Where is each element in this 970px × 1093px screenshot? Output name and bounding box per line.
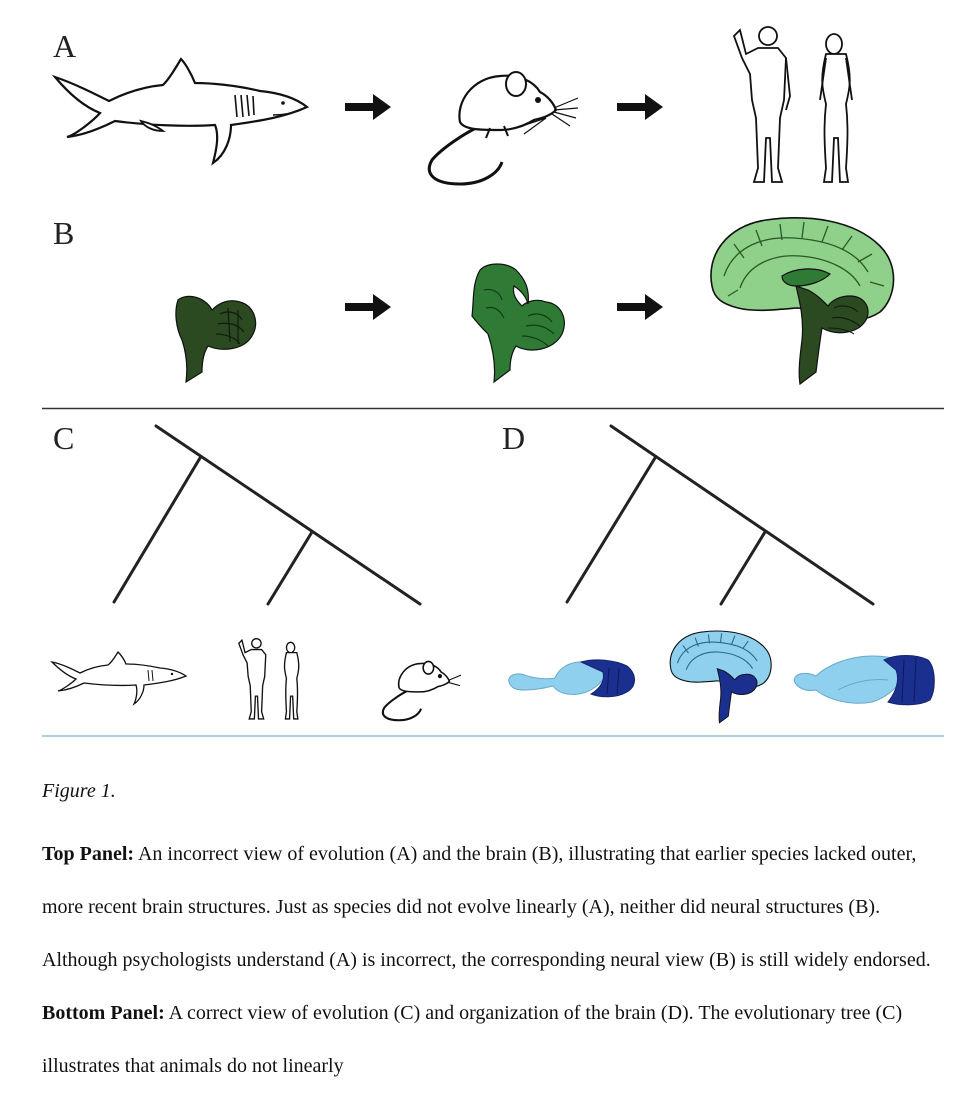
panel-label-d: D	[502, 422, 525, 454]
evolution-tree-c	[100, 420, 430, 610]
panel-divider	[42, 407, 944, 410]
human-pair-illustration	[230, 634, 316, 722]
right-arrow-icon	[345, 292, 393, 322]
human-brain-illustration	[664, 630, 776, 724]
caption-body: Top Panel: An incorrect view of evolutio…	[42, 828, 942, 1093]
top-panel-text: An incorrect view of evolution (A) and t…	[42, 843, 931, 971]
bottom-panel-text: A correct view of evolution (C) and orga…	[42, 1002, 902, 1077]
brainstem-illustration	[168, 292, 263, 384]
mouse-illustration	[420, 62, 580, 187]
panel-label-c: C	[53, 422, 74, 454]
bottom-panel-label: Bottom Panel:	[42, 1002, 165, 1024]
shark-illustration	[48, 650, 190, 706]
panel-label-b: B	[53, 217, 74, 249]
right-arrow-icon	[617, 292, 665, 322]
top-panel-label: Top Panel:	[42, 843, 134, 865]
midbrain-illustration	[466, 260, 571, 384]
fish-brain-illustration	[505, 656, 639, 702]
rodent-brain-illustration	[792, 650, 936, 706]
shark-illustration	[45, 55, 315, 170]
right-arrow-icon	[617, 92, 665, 122]
evolution-tree-d	[555, 420, 885, 610]
caption-divider	[42, 735, 944, 737]
mouse-illustration	[378, 656, 462, 722]
figure-title: Figure 1.	[42, 765, 942, 818]
human-pair-illustration	[720, 18, 880, 188]
right-arrow-icon	[345, 92, 393, 122]
figure-caption: Figure 1. Top Panel: An incorrect view o…	[42, 765, 942, 1093]
full-brain-illustration	[704, 216, 898, 386]
